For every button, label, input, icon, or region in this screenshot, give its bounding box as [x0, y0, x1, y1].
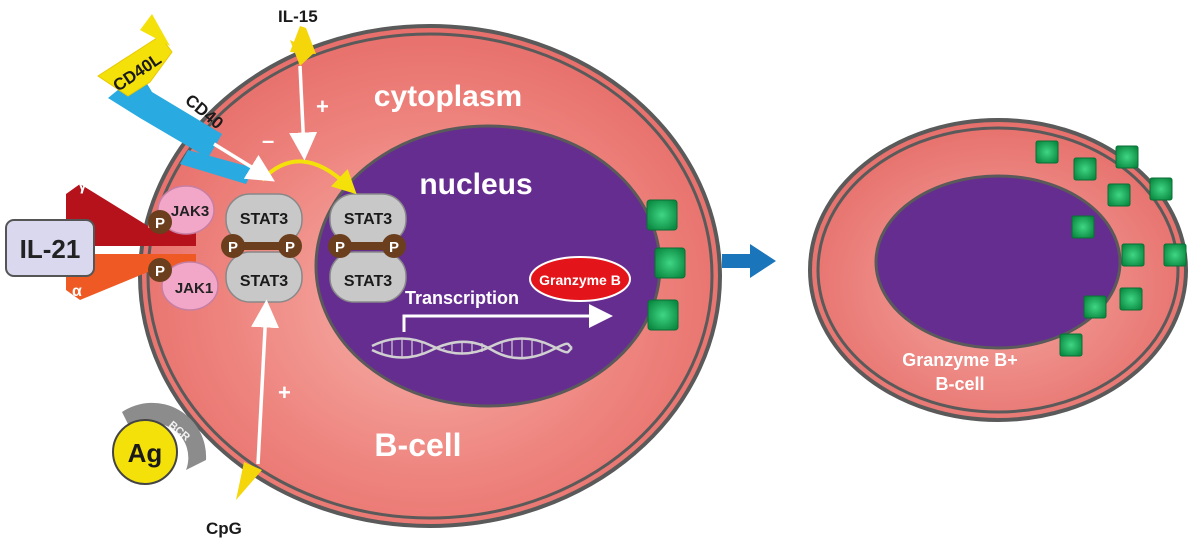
granule — [1035, 140, 1059, 164]
granule — [647, 299, 679, 331]
il15-arrow — [289, 65, 318, 161]
cpg-arrow — [251, 299, 280, 465]
stat3-nuc-phospho-left-label: P — [335, 239, 345, 256]
stat3-dimer-cytoplasm: STAT3 STAT3 P P — [221, 193, 303, 303]
stat3-phospho-left — [221, 234, 245, 258]
stat3-phospho-left-label: P — [228, 239, 238, 256]
granzyme-b-oval — [529, 256, 631, 302]
granule — [1071, 215, 1095, 239]
granule — [1073, 157, 1097, 181]
granule — [1107, 183, 1131, 207]
granule — [1083, 295, 1107, 319]
il15-plus: + — [316, 94, 329, 119]
jak1-shape — [161, 261, 219, 311]
cd40-stem — [180, 150, 254, 184]
granule — [1163, 243, 1187, 267]
stat3-nuc-bottom-label: STAT3 — [344, 273, 392, 290]
granzyme-b-plus-label: Granzyme B+ — [902, 350, 1018, 370]
stat3-top-label: STAT3 — [240, 211, 288, 228]
transcription-label: Transcription — [405, 288, 519, 308]
granule — [646, 199, 678, 231]
il21-ligand: IL-21 — [5, 219, 95, 277]
dna-helix — [371, 337, 573, 360]
gamma-c-label: γc — [78, 177, 96, 194]
transcription-arrow — [402, 304, 613, 332]
cytoplasm-label: cytoplasm — [374, 80, 522, 113]
cd40-minus: – — [262, 128, 274, 153]
b-cell-right — [808, 118, 1188, 422]
cd40-complex: CD40L CD40 — [97, 14, 254, 184]
stat3-dimer-nucleus: STAT3 STAT3 P P — [328, 193, 407, 303]
dna-strand-1 — [371, 337, 573, 355]
stat3-nuc-link — [340, 242, 396, 250]
granzyme-b-label: Granzyme B — [539, 272, 621, 288]
transition-arrow — [722, 244, 776, 278]
jak3-label: JAK3 — [171, 203, 209, 220]
nucleus-label: nucleus — [419, 168, 532, 201]
dna-rungs — [381, 339, 543, 358]
cd40l-shape — [97, 35, 173, 97]
dna-strand-2 — [371, 340, 573, 360]
transition-arrow-head — [750, 244, 776, 278]
transition-arrow-shaft — [722, 254, 752, 268]
cpg-label: CpG — [206, 519, 242, 538]
cpg-plus: + — [278, 380, 291, 405]
stat3-nuc-phospho-right — [382, 234, 406, 258]
granule — [1059, 333, 1083, 357]
il15-label: IL-15 — [278, 7, 318, 26]
il15-ligand-shape — [290, 26, 316, 54]
granule — [1121, 243, 1145, 267]
cell-membrane-inner — [146, 32, 714, 520]
il21-label: IL-21 — [20, 234, 81, 264]
right-cell-membrane-inner — [816, 126, 1180, 414]
jak1-phospho-label: P — [155, 263, 165, 280]
jak3-phospho — [148, 210, 172, 234]
granule — [1149, 177, 1173, 201]
jak3-phospho-label: P — [155, 215, 165, 232]
granule — [654, 247, 686, 279]
right-nucleus — [874, 174, 1122, 350]
stat3-link — [236, 242, 292, 250]
stat3-phospho-right-label: P — [285, 239, 295, 256]
stat3-nuc-top-label: STAT3 — [344, 211, 392, 228]
b-cell-label: B-cell — [374, 427, 461, 463]
cd40-arrow — [213, 142, 275, 182]
cd40l-arm — [140, 14, 170, 46]
jak-proteins: JAK3 JAK1 P P — [148, 185, 219, 311]
stat3-nuc-phospho-left — [328, 234, 352, 258]
granule — [1119, 287, 1143, 311]
antigen-shape — [112, 419, 178, 485]
cd40-shape — [108, 72, 222, 158]
cpg-receptor-shape — [236, 462, 262, 500]
il21-box — [5, 219, 95, 277]
stat3-nuc-phospho-right-label: P — [389, 239, 399, 256]
granule — [1115, 145, 1139, 169]
b-cell-2-label: B-cell — [935, 374, 984, 394]
granules-left — [646, 199, 686, 331]
jak1-label: JAK1 — [175, 280, 213, 297]
stat3-nuc-bottom-shape — [329, 251, 407, 303]
stat3-bottom-label: STAT3 — [240, 273, 288, 290]
alpha-label: α — [72, 283, 82, 300]
antigen-label: Ag — [128, 438, 163, 468]
granules-right — [1035, 140, 1187, 357]
jak1-phospho — [148, 258, 172, 282]
stat3-phospho-right — [278, 234, 302, 258]
